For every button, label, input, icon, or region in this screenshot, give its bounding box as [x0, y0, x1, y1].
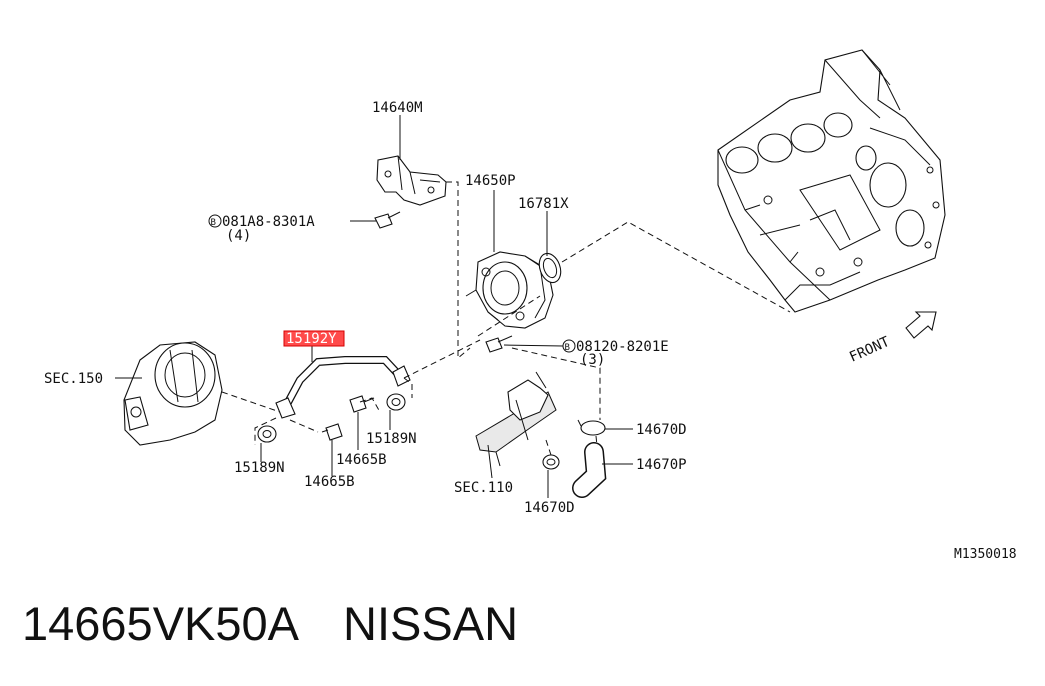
label-water-pump: 14650P	[465, 173, 516, 189]
gasket-b-illustration	[386, 393, 406, 411]
bolt-a-illustration	[321, 423, 343, 441]
bolt-marker-icon	[562, 339, 576, 353]
label-bolt-b: 14665B	[336, 452, 387, 468]
gasket-a-illustration	[257, 425, 277, 443]
label-gasket-b: 15189N	[366, 431, 417, 447]
bracket-bolt-illustration	[374, 211, 401, 229]
label-bolt-bracket-qty: (4)	[226, 228, 251, 244]
water-tube-illustration	[275, 356, 411, 419]
label-tube[interactable]: 15192Y	[286, 331, 337, 347]
footer: 14665VK50A NISSAN	[22, 596, 518, 651]
label-hose: 14670P	[636, 457, 687, 473]
label-sec150[interactable]: SEC.150	[44, 371, 103, 387]
water-pump-illustration	[465, 251, 554, 329]
label-bolt-pump: 08120-8201E	[576, 339, 669, 355]
part-number: 14665VK50A	[22, 597, 300, 650]
brand-name: NISSAN	[343, 597, 519, 650]
label-bolt-pump-qty: (3)	[580, 352, 605, 368]
oil-filter-illustration	[123, 341, 223, 446]
clamp-b-illustration	[542, 454, 560, 470]
label-bolt-a: 14665B	[304, 474, 355, 490]
leader-lines	[115, 115, 633, 498]
label-sec110[interactable]: SEC.110	[454, 480, 513, 496]
label-diagram-code: M1350018	[954, 547, 1017, 562]
label-front: FRONT	[847, 334, 893, 366]
tube-highlight	[283, 330, 345, 347]
bolt-marker-a: B	[211, 218, 216, 228]
label-o-ring: 16781X	[518, 196, 569, 212]
o-ring-illustration	[538, 252, 562, 284]
pump-bolt-illustration	[485, 335, 513, 353]
engine-block-illustration	[717, 49, 946, 313]
bracket-illustration	[376, 155, 447, 206]
bolt-b-illustration	[349, 395, 375, 413]
hose-illustration	[572, 442, 607, 498]
bolt-marker-b: B	[565, 343, 570, 353]
label-bracket: 14640M	[372, 100, 423, 116]
sec110-bracket-illustration	[475, 371, 557, 467]
clamp-a-illustration	[577, 419, 606, 436]
assembly-lines	[221, 181, 791, 456]
label-clamp-b: 14670D	[524, 500, 575, 516]
label-gasket-a: 15189N	[234, 460, 285, 476]
front-arrow-icon	[905, 311, 937, 339]
label-clamp-a: 14670D	[636, 422, 687, 438]
bolt-marker-icon	[208, 214, 222, 228]
label-bolt-bracket: 081A8-8301A	[222, 214, 315, 230]
